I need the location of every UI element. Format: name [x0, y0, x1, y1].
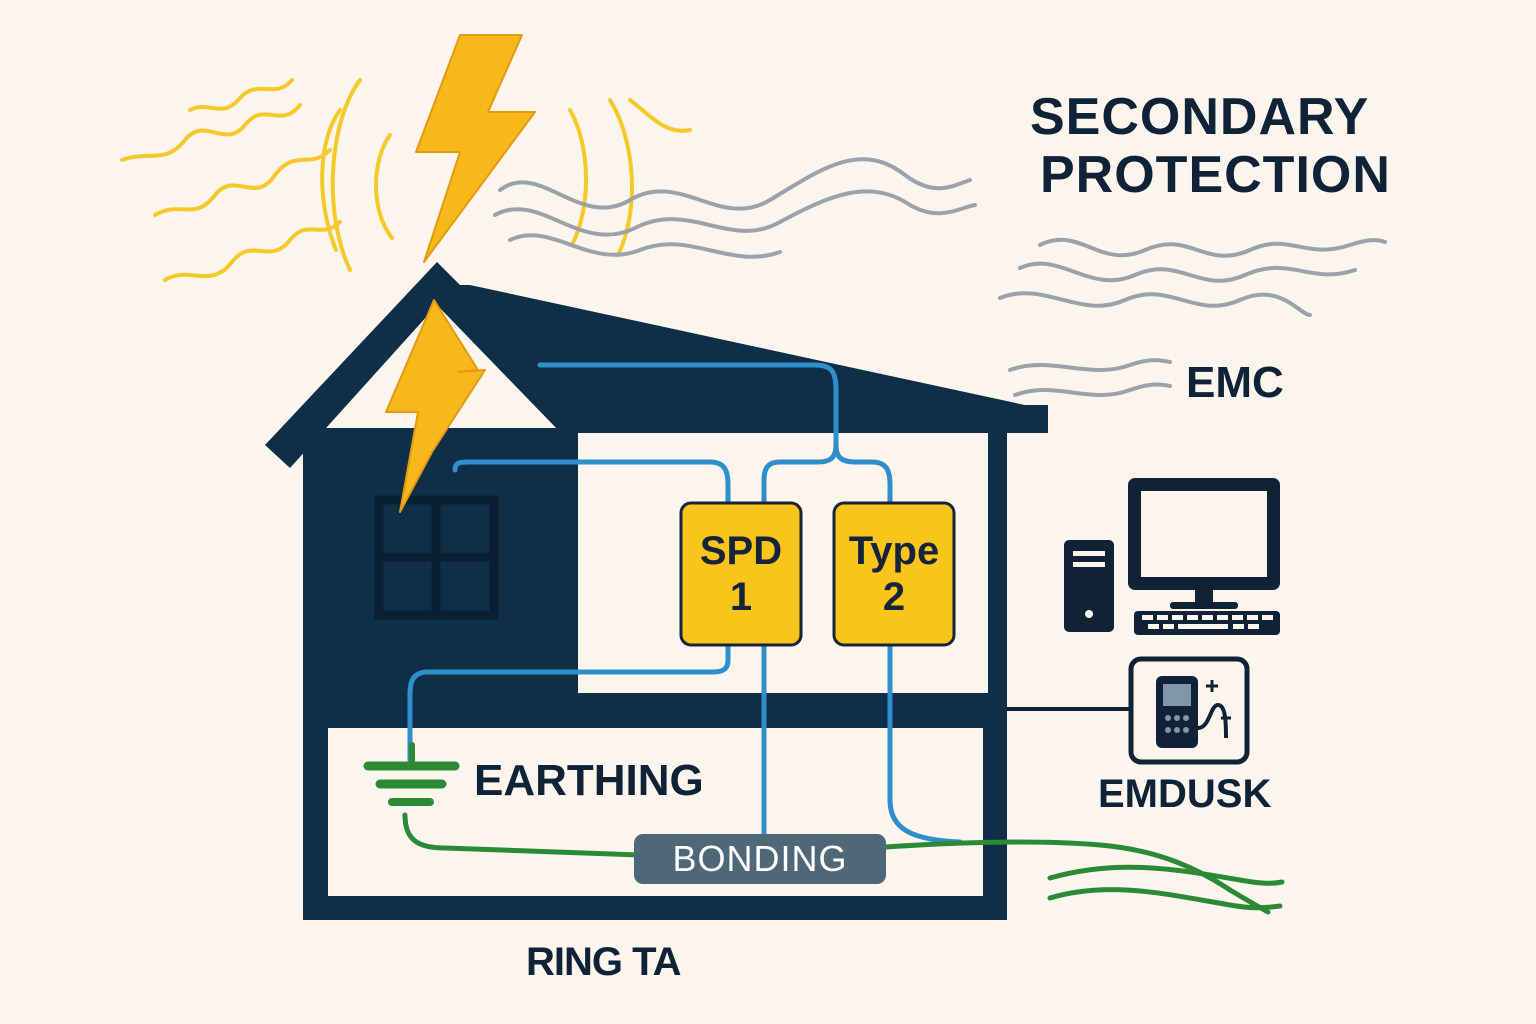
- type-2-label: Type 2: [834, 528, 954, 620]
- emdusk-label: EMDUSK: [1098, 772, 1272, 816]
- spd-1-label: SPD 1: [681, 528, 801, 620]
- spd-label-line-1: SPD: [699, 529, 783, 573]
- earthing-icon: [363, 742, 460, 806]
- page-title: SECONDARY PROTECTION: [1030, 88, 1391, 204]
- keyboard-icon: [1134, 611, 1280, 635]
- computer-monitor-icon: [1128, 478, 1280, 609]
- type2-label-line-2: 2: [882, 575, 906, 619]
- blue-wires: [407, 362, 963, 845]
- bonding-bar: [634, 834, 886, 884]
- type2-label-line-1: Type: [848, 529, 940, 573]
- earthing-label: EARTHING: [474, 756, 704, 805]
- lightning-field-waves: [120, 78, 692, 282]
- emc-waves: [493, 157, 1387, 397]
- title-line-1: SECONDARY: [1030, 88, 1370, 146]
- green-ground-wires: [402, 812, 1285, 915]
- tower-pc-icon: [1064, 540, 1114, 632]
- measuring-device-icon: [1128, 656, 1250, 765]
- type-2-box: [832, 501, 956, 647]
- bonding-label: BONDING: [672, 838, 848, 879]
- ring-label: RING TA: [526, 940, 681, 984]
- lightning-bolt-icon: [415, 34, 536, 263]
- roof-lightning-icon: [385, 299, 486, 513]
- emc-label: EMC: [1186, 358, 1284, 407]
- spd-1-box: [679, 501, 803, 647]
- title-line-2: PROTECTION: [1040, 146, 1391, 204]
- house-window: [374, 495, 499, 620]
- spd-label-line-2: 1: [729, 575, 753, 619]
